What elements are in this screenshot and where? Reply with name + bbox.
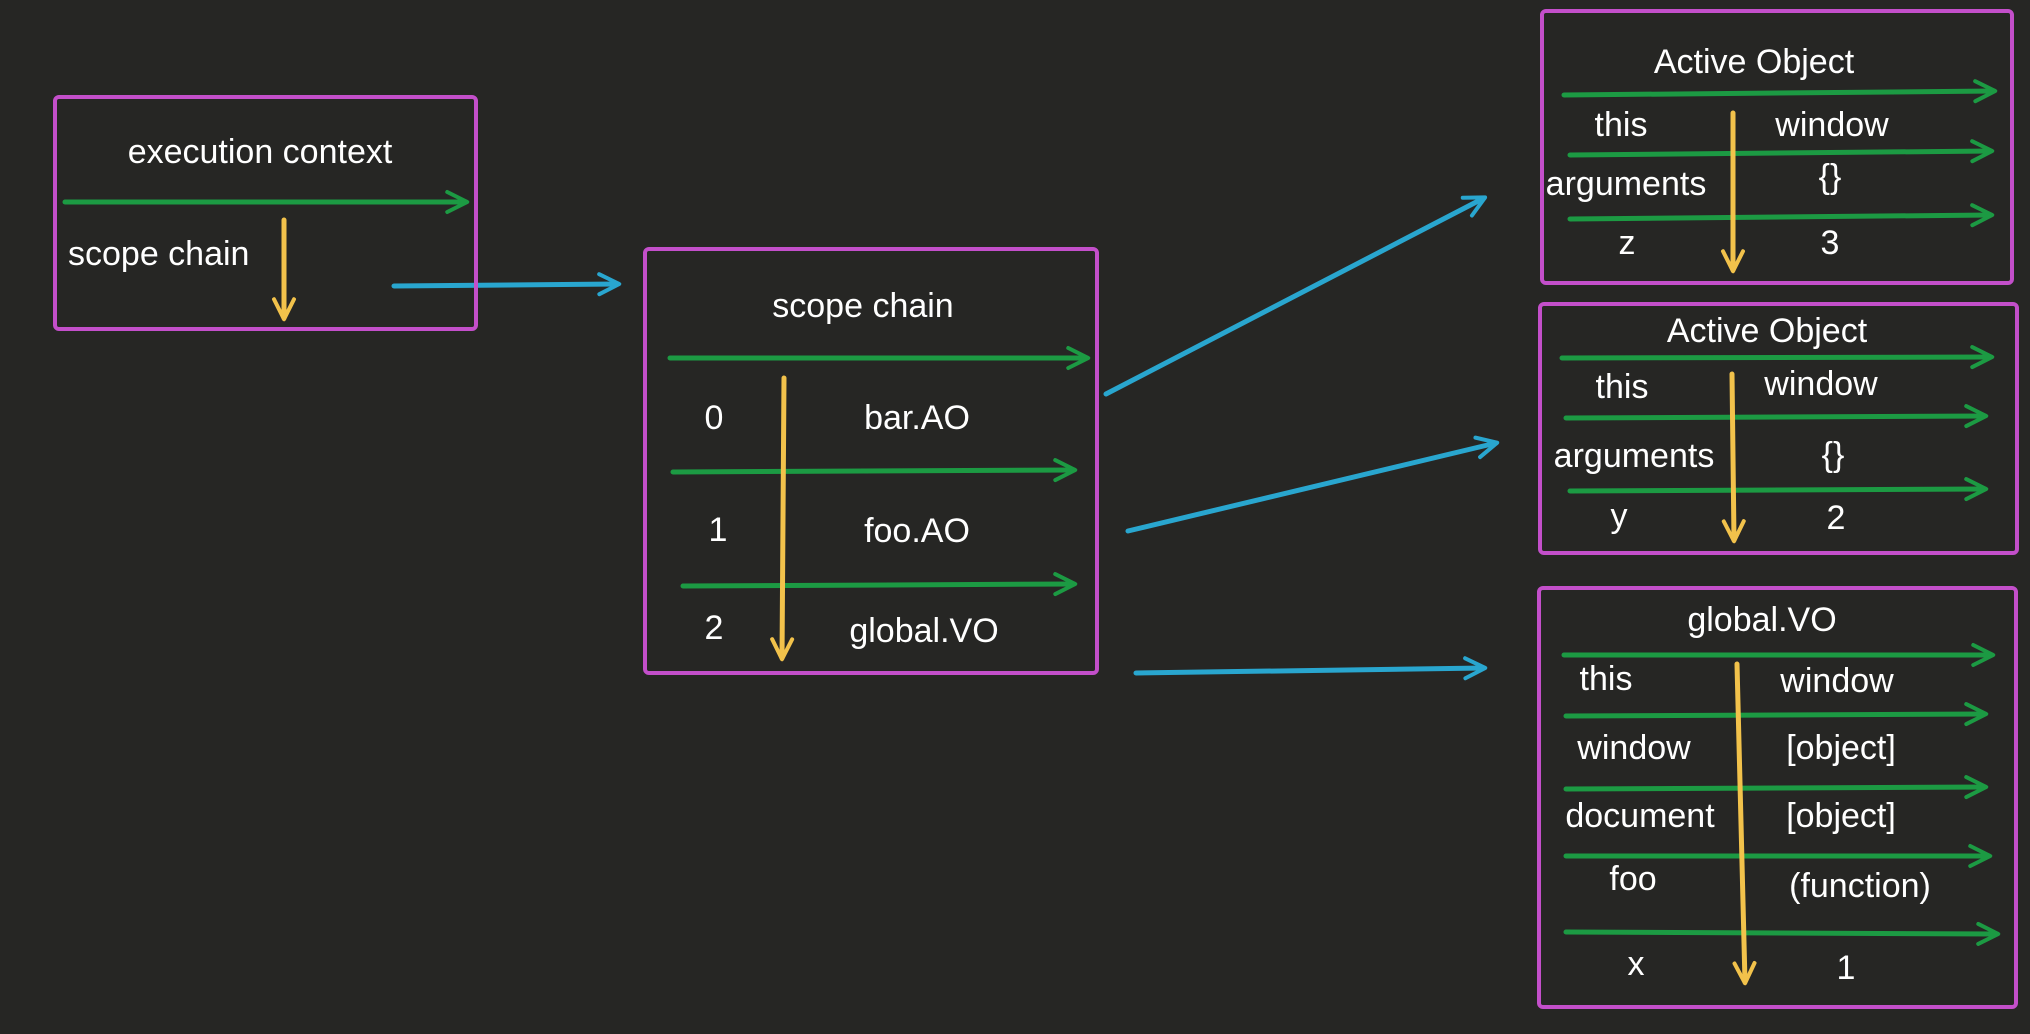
ec-to-scope-chain-arrow: [391, 272, 622, 297]
global-vo-value: [object]: [1786, 729, 1896, 767]
scope-chain-index: 0: [704, 399, 724, 437]
sc-green-arrow-3: [680, 572, 1078, 597]
scope-chain-value: global.VO: [849, 612, 999, 650]
global-vo-value: (function): [1789, 867, 1931, 905]
foo-active-object-title: Active Object: [1666, 312, 1868, 350]
bar-ao-value: {}: [1818, 158, 1842, 196]
global-vo-value: window: [1780, 662, 1894, 700]
scope-chain-value: foo.AO: [864, 512, 970, 550]
foo-ao-link-arrow: [1125, 435, 1500, 534]
bar-ao-green-arrow-2: [1567, 139, 1995, 164]
scope-chain-index: 2: [704, 609, 724, 647]
bar-active-object-box: [1540, 9, 2014, 285]
bar-ao-key: z: [1618, 224, 1636, 262]
bar-ao-link-arrow: [1103, 195, 1488, 397]
scope-chain-value: bar.AO: [864, 399, 970, 437]
foo-ao-green-arrow-1: [1559, 345, 1995, 370]
foo-ao-value: 2: [1826, 499, 1846, 537]
bar-active-object-title: Active Object: [1653, 43, 1855, 81]
bar-ao-key: this: [1594, 106, 1648, 144]
global-vo-key: window: [1577, 729, 1691, 767]
foo-ao-value: window: [1764, 365, 1878, 403]
global-vo-key: document: [1565, 797, 1715, 835]
foo-ao-key: this: [1595, 368, 1649, 406]
bar-ao-green-arrow-3: [1567, 203, 1995, 228]
foo-ao-green-arrow-2: [1563, 404, 1989, 429]
execution-context-scope-chain-label: scope chain: [68, 235, 250, 273]
global-vo-value: 1: [1836, 949, 1856, 987]
execution-context-box: [53, 95, 478, 331]
global-vo-green-arrow-2: [1563, 702, 1989, 727]
global-vo-box: [1537, 586, 2018, 1009]
global-vo-value: [object]: [1786, 797, 1896, 835]
global-vo-key: x: [1627, 945, 1645, 983]
bar-ao-value: window: [1775, 106, 1889, 144]
foo-active-object-box: [1538, 302, 2019, 555]
foo-ao-key: arguments: [1553, 437, 1715, 475]
foo-ao-yellow-arrow: [1721, 371, 1746, 544]
global-vo-green-arrow-3: [1563, 775, 1989, 800]
global-vo-key: foo: [1609, 860, 1657, 898]
sc-green-arrow-2: [670, 458, 1078, 483]
global-vo-green-arrow-5: [1563, 921, 2001, 946]
sc-yellow-arrow: [770, 375, 795, 662]
bar-ao-key: arguments: [1545, 165, 1707, 203]
global-vo-title: global.VO: [1687, 601, 1837, 639]
foo-ao-green-arrow-3: [1567, 477, 1989, 502]
scope-chain-box: [643, 247, 1099, 675]
global-vo-yellow-arrow: [1732, 661, 1757, 986]
bar-ao-value: 3: [1820, 224, 1840, 262]
global-vo-link-arrow: [1133, 656, 1488, 681]
global-vo-key: this: [1579, 660, 1633, 698]
foo-ao-value: {}: [1821, 436, 1845, 474]
foo-ao-key: y: [1610, 497, 1628, 535]
scope-chain-index: 1: [708, 511, 728, 549]
bar-ao-green-arrow-1: [1561, 79, 1998, 104]
scope-chain-title: scope chain: [772, 287, 954, 325]
execution-context-title: execution context: [127, 133, 393, 171]
